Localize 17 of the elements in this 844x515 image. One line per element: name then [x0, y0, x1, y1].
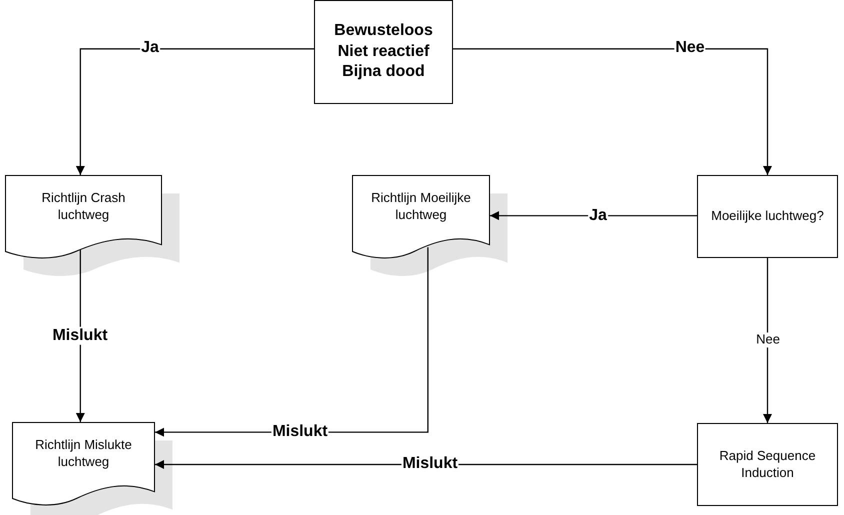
arrow — [453, 48, 772, 175]
node-text: Richtlijn Crash luchtweg — [40, 190, 126, 224]
edge-label: Mislukt — [51, 326, 109, 346]
node-text: Richtlijn Moeilijke luchtweg — [370, 190, 472, 224]
edge-label: Nee — [755, 332, 781, 348]
node-text: Richtlijn Mislukte luchtweg — [34, 436, 133, 470]
node-text: Bewusteloos Niet reactief Bijna dood — [333, 20, 434, 82]
arrow — [155, 460, 697, 469]
arrow — [490, 211, 697, 220]
process-box — [697, 175, 838, 258]
arrow — [76, 247, 85, 422]
arrow — [76, 48, 314, 175]
process-box — [697, 423, 838, 506]
arrow — [763, 258, 772, 423]
node-text: Moeilijke luchtweg? — [710, 208, 825, 225]
node-text: Rapid Sequence Induction — [718, 448, 817, 482]
process-box — [314, 0, 453, 104]
